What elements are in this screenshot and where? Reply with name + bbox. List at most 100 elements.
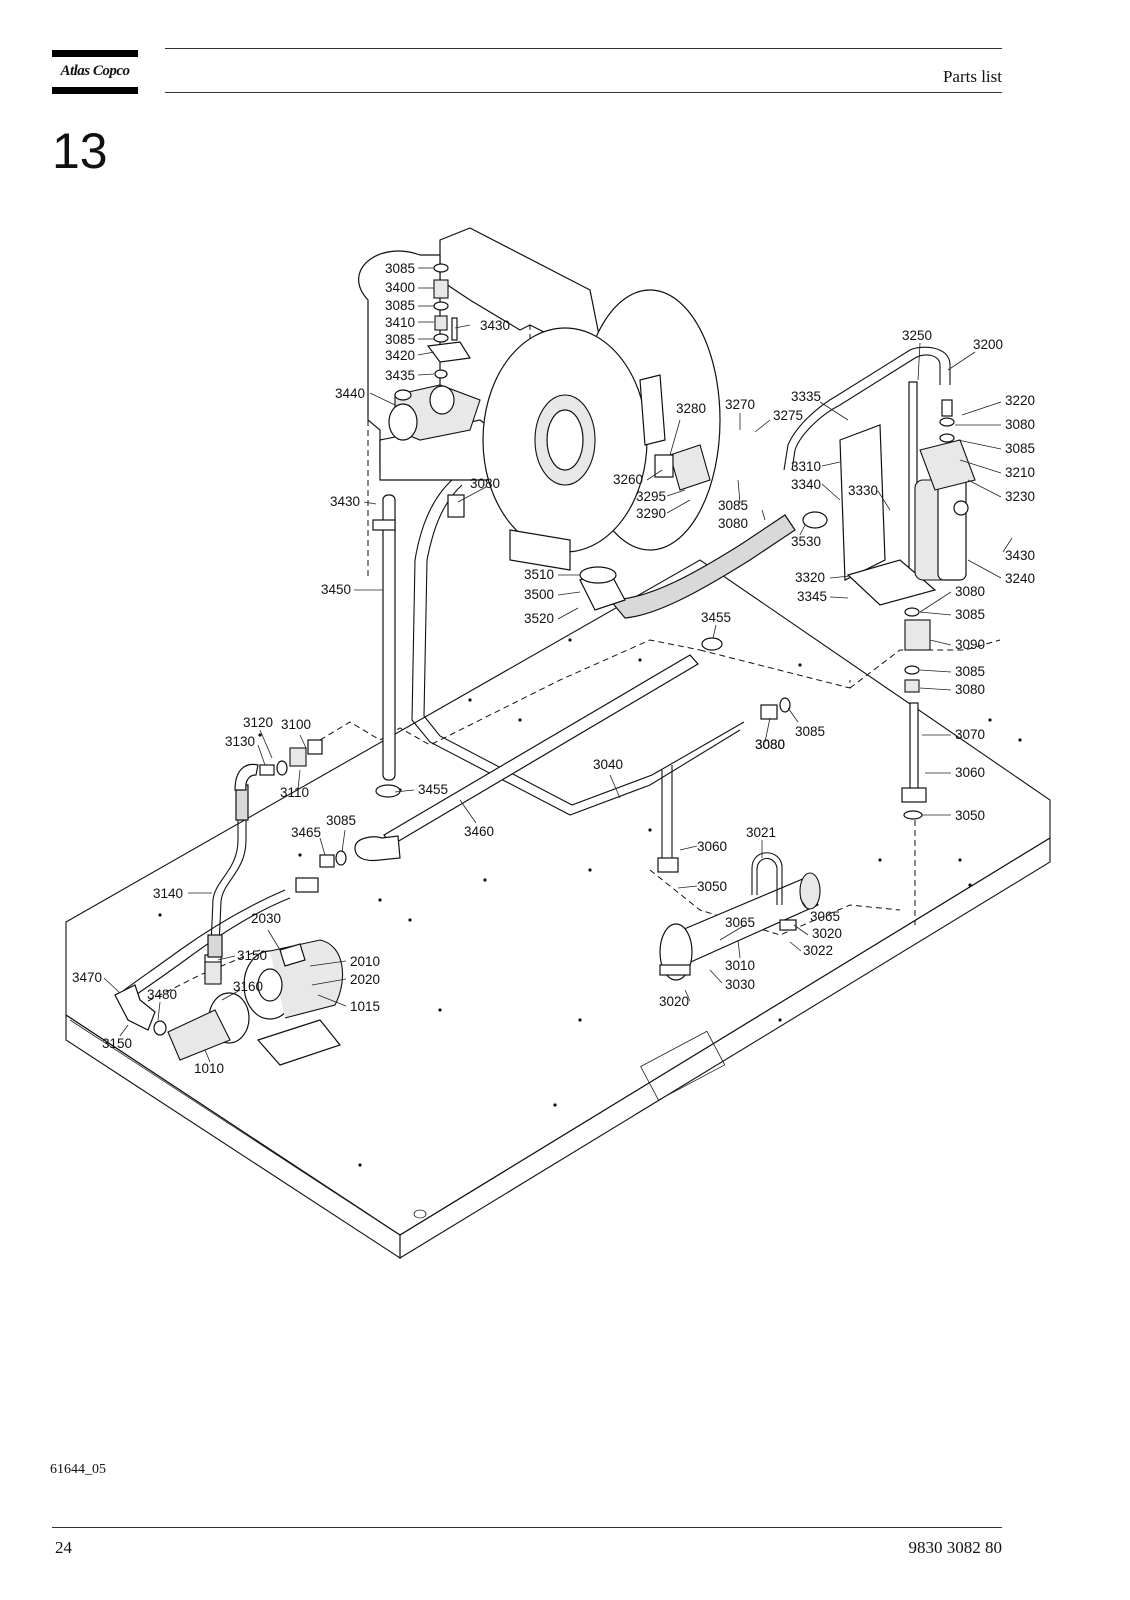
callout: 3070: [955, 727, 985, 742]
base-holes: [158, 638, 1022, 1167]
top-fittings: [388, 263, 481, 441]
logo-bar-top: [52, 50, 138, 57]
callout: 3100: [281, 717, 311, 732]
callout: 3080: [955, 584, 985, 599]
callout: 3310: [791, 459, 821, 474]
footer-rule: [52, 1527, 1002, 1528]
callout: 3080: [955, 682, 985, 697]
callout: 3065: [810, 909, 840, 924]
callout: 3160: [233, 979, 263, 994]
callout: 3022: [803, 943, 833, 958]
atlas-copco-logo: Atlas Copco: [52, 50, 138, 94]
callout: 3230: [1005, 489, 1035, 504]
figure-id: 61644_05: [50, 1462, 106, 1477]
document-number: 9830 3082 80: [908, 1538, 1003, 1557]
logo-bar-bottom: [52, 87, 138, 94]
chapter-number: 13: [52, 123, 108, 179]
callout: 3085: [385, 261, 415, 276]
callout: 3470: [72, 970, 102, 985]
header-title: Parts list: [942, 67, 1002, 86]
callout: 3080: [755, 737, 785, 752]
callout: 3345: [797, 589, 827, 604]
callout: 3250: [902, 328, 932, 343]
callout: 3130: [225, 734, 255, 749]
header-rule-bottom: [165, 92, 1002, 93]
callout: 3340: [791, 477, 821, 492]
callout: 2030: [251, 911, 281, 926]
pipe-3460: [354, 637, 723, 862]
callout: 3085: [795, 724, 825, 739]
callout: 3530: [791, 534, 821, 549]
callout: 3060: [955, 765, 985, 780]
callout: 3020: [659, 994, 689, 1009]
callout: 3460: [464, 824, 494, 839]
callout: 3455: [701, 610, 731, 625]
callout: 3065: [725, 915, 755, 930]
callout: 1010: [194, 1061, 224, 1076]
callout: 3430: [480, 318, 510, 333]
callout: 3080: [470, 476, 500, 491]
flywheel-housing: [358, 227, 721, 571]
callout: 3150: [102, 1036, 132, 1051]
callout: 3335: [791, 389, 821, 404]
header-rule-top: [165, 48, 1002, 49]
callout: 3080: [1005, 417, 1035, 432]
callout: 3150: [237, 948, 267, 963]
callout: 3450: [321, 582, 351, 597]
callout: 2010: [350, 954, 380, 969]
callout: 3020: [812, 926, 842, 941]
callout: 3085: [955, 664, 985, 679]
callout: 3320: [795, 570, 825, 585]
callout: 3210: [1005, 465, 1035, 480]
callout: 3120: [243, 715, 273, 730]
callout-labels: 3085 3400 3085 3410 3430 3085 3420 3435 …: [72, 261, 1035, 1076]
leader-lines: [103, 267, 1013, 1063]
callout: 3050: [697, 879, 727, 894]
callout: 3430: [1005, 548, 1035, 563]
callout: 3110: [280, 785, 309, 800]
callout: 3040: [593, 757, 623, 772]
callout: 3090: [955, 637, 985, 652]
callout: 3030: [725, 977, 755, 992]
callout: 3085: [1005, 441, 1035, 456]
callout: 3440: [335, 386, 365, 401]
callout: 3330: [848, 483, 878, 498]
left-hoses: [114, 739, 347, 1036]
callout: 3080: [755, 737, 785, 752]
base-frame: [65, 559, 1051, 1260]
callout: 1015: [350, 999, 380, 1014]
callout: 3220: [1005, 393, 1035, 408]
callout: 3200: [973, 337, 1003, 352]
logo-text: Atlas Copco: [60, 63, 130, 79]
callout: 3060: [697, 839, 727, 854]
filter-assembly: [783, 346, 976, 820]
callout: 3455: [418, 782, 448, 797]
callout: 3085: [955, 607, 985, 622]
callout: 3500: [524, 587, 554, 602]
callout: 3085: [385, 298, 415, 313]
callout: 3465: [291, 825, 321, 840]
callout: 3420: [385, 348, 415, 363]
callout: 3520: [524, 611, 554, 626]
callout: 3430: [330, 494, 360, 509]
callout: 3510: [524, 567, 554, 582]
pipes-3450-3040: [372, 479, 745, 873]
callout: 3085: [385, 332, 415, 347]
callout: 3400: [385, 280, 415, 295]
callout: 3280: [676, 401, 706, 416]
callout: 3260: [613, 472, 643, 487]
callout: 3010: [725, 958, 755, 973]
callout: 3480: [147, 987, 177, 1002]
flex-hose: [579, 511, 828, 619]
heat-exchanger: [659, 852, 821, 981]
callout: 3270: [725, 397, 755, 412]
callout: 3085: [326, 813, 356, 828]
callout: 3080: [718, 516, 748, 531]
callout: 3021: [746, 825, 776, 840]
callout: 3275: [773, 408, 803, 423]
page-number: 24: [55, 1538, 72, 1557]
callout: 3050: [955, 808, 985, 823]
callout: 3410: [385, 315, 415, 330]
callout: 2020: [350, 972, 380, 987]
